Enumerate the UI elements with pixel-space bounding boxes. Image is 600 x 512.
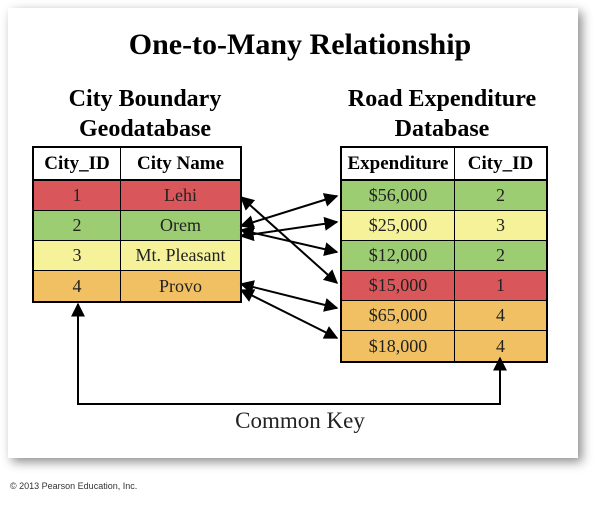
cell-city-name: Lehi bbox=[121, 181, 240, 210]
cell-city-id: 2 bbox=[34, 211, 121, 240]
cell-city-id: 4 bbox=[34, 271, 121, 301]
link-provo-to-65000 bbox=[239, 280, 339, 312]
cell-city-id: 2 bbox=[455, 181, 546, 210]
table-row: $15,000 1 bbox=[342, 271, 546, 301]
cell-city-name: Mt. Pleasant bbox=[121, 241, 240, 270]
left-heading-line-1: City Boundary bbox=[68, 86, 222, 112]
common-key-label: Common Key bbox=[235, 408, 365, 433]
cell-expenditure: $56,000 bbox=[342, 181, 455, 210]
right-heading-line-1: Road Expenditure bbox=[347, 86, 537, 112]
table-header-row: Expenditure City_ID bbox=[342, 148, 546, 181]
column-header-city-id: City_ID bbox=[34, 148, 121, 179]
cell-city-id: 3 bbox=[455, 211, 546, 240]
copyright-notice: © 2013 Pearson Education, Inc. bbox=[10, 481, 138, 491]
cell-expenditure: $25,000 bbox=[342, 211, 455, 240]
table-row: $12,000 2 bbox=[342, 241, 546, 271]
city-boundary-table: City_ID City Name 1 Lehi 2 Orem 3 Mt. Pl… bbox=[32, 146, 242, 303]
cell-city-id: 1 bbox=[455, 271, 546, 300]
diagram-title: One-to-Many Relationship bbox=[128, 28, 472, 61]
left-heading-line-2: Geodatabase bbox=[79, 116, 211, 142]
table-row: $56,000 2 bbox=[342, 181, 546, 211]
table-row: 3 Mt. Pleasant bbox=[34, 241, 240, 271]
cell-city-name: Orem bbox=[121, 211, 240, 240]
cell-city-id: 3 bbox=[34, 241, 121, 270]
table-row: 4 Provo bbox=[34, 271, 240, 301]
link-lehi-to-15000 bbox=[239, 196, 339, 284]
column-header-city-name: City Name bbox=[121, 148, 240, 179]
column-header-expenditure: Expenditure bbox=[342, 148, 455, 179]
right-table-heading: Road Expenditure Database bbox=[318, 84, 566, 144]
common-key-connector bbox=[71, 302, 507, 405]
left-table-heading: City Boundary Geodatabase bbox=[30, 84, 260, 144]
right-heading-line-2: Database bbox=[394, 116, 490, 142]
cell-expenditure: $15,000 bbox=[342, 271, 455, 300]
cell-expenditure: $12,000 bbox=[342, 241, 455, 270]
link-provo-to-18000 bbox=[239, 289, 339, 339]
cell-city-id: 2 bbox=[455, 241, 546, 270]
table-header-row: City_ID City Name bbox=[34, 148, 240, 181]
cell-city-name: Provo bbox=[121, 271, 240, 301]
column-header-city-id: City_ID bbox=[455, 148, 546, 179]
table-row: $25,000 3 bbox=[342, 211, 546, 241]
cell-city-id: 1 bbox=[34, 181, 121, 210]
table-row: 1 Lehi bbox=[34, 181, 240, 211]
table-row: 2 Orem bbox=[34, 211, 240, 241]
